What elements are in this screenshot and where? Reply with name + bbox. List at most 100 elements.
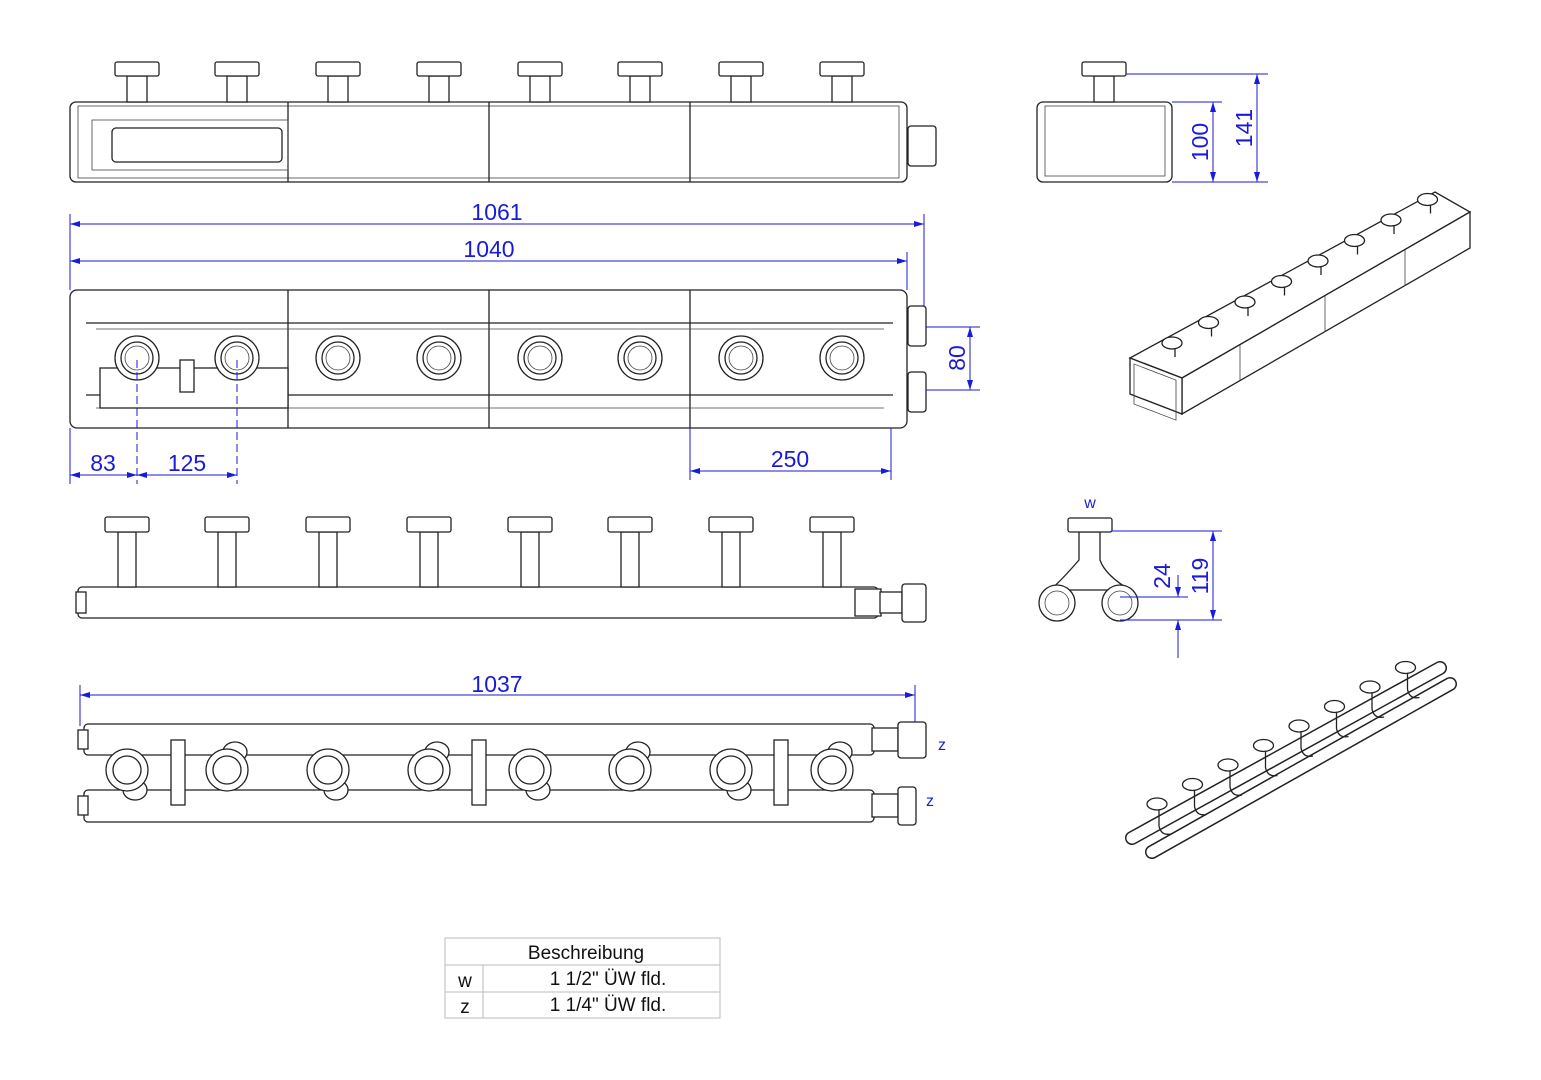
outlet-nut [517,61,563,77]
isometric-pipe-manifold [1125,660,1457,859]
outlet-nut [1161,336,1183,350]
outlet-ring-inner [724,341,758,375]
dimension-label: 1061 [471,199,522,225]
outlet-nut [1217,758,1239,772]
section-view-w [1038,517,1139,622]
outlet-elbow [1406,673,1420,699]
dimension-1061: 1061 [69,199,925,310]
outlet-nut [708,516,754,533]
table-row-value: 1 1/4" ÜW fld. [550,995,667,1016]
z-label-top: z [938,737,946,754]
outlet-ring [306,748,350,792]
dimension-label: 1040 [463,236,514,262]
dimension-label: 141 [1231,109,1257,147]
outlet-ring [608,748,652,792]
outlet-ring-inner [313,755,343,785]
outlet-ring-inner [523,341,557,375]
front-view [69,289,927,429]
outlet-pipe [327,75,349,103]
pipe-plan-view [77,721,927,826]
dimension-label: 83 [90,450,116,476]
outlet-nut [1197,315,1220,330]
outlet-pipe [117,531,137,588]
dimension-label: 1037 [471,671,522,697]
outlet-nut [809,516,855,533]
pipe-clamp [170,739,186,806]
outlet-nut [214,61,260,77]
legend-table: Beschreibung w 1 1/2" ÜW fld. z 1 1/4" Ü… [444,937,721,1019]
outlet-nut [305,516,351,533]
z-label-bottom: z [926,793,934,810]
outlet-ring-inner [825,341,859,375]
outlet-elbow [1335,712,1349,738]
side-elevation-view [75,516,927,623]
outlet-nut [507,516,553,533]
dimension-24-119: 24 119 [1112,530,1222,658]
table-row-value: 1 1/2" ÜW fld. [550,969,667,990]
dimension-80: 80 [926,326,980,391]
outlet-pipe [428,75,450,103]
outlet-nut [1146,797,1168,811]
outlet-nut [819,61,865,77]
outlet-nut [1234,295,1256,309]
dimension-label: 250 [771,446,809,472]
isometric-insulated-manifold [1128,191,1472,421]
table-row-key: z [460,997,470,1018]
outlet-bore [325,345,351,371]
outlet-elbow [1300,732,1314,757]
outlet-elbow [1371,693,1385,718]
outlet-ring [205,748,249,792]
top-view [69,61,937,183]
dimension-250: 250 [689,428,892,480]
outlet-ring-inner [623,341,657,375]
outlet-nut [1394,660,1417,675]
outlet-nut [1181,777,1204,792]
w-label: w [1083,495,1096,512]
dimension-83-125: 83 125 [69,360,238,484]
table-row-key: w [457,971,472,992]
dimension-label: 100 [1187,123,1213,161]
outlet-ring-inner [321,341,355,375]
dimension-1040: 1040 [70,236,908,290]
outlet-bore [426,345,452,371]
outlet-ring [709,748,753,792]
table-header: Beschreibung [528,943,644,964]
dimension-1037: 1037 [79,671,916,726]
outlet-nut [607,516,653,533]
outlet-pipe [730,75,752,103]
end-view [1036,61,1173,183]
outlet-elbow [1158,810,1172,835]
outlet-nut [1380,213,1402,227]
outlet-nut [406,516,452,533]
outlet-pipe [226,75,248,103]
dimension-label: 24 [1149,563,1175,589]
outlet-pipe [629,75,651,103]
dimension-label: 80 [944,345,970,371]
outlet-nut [114,61,160,77]
outlet-ring-inner [422,341,456,375]
outlet-ring-inner [515,755,545,785]
outlet-nut [1270,274,1293,289]
outlet-bore [124,345,150,371]
outlet-nut [1359,680,1381,694]
outlet-nut [617,61,663,77]
outlet-elbow [1229,771,1243,796]
outlet-nut [204,516,250,533]
outlet-bore [224,345,250,371]
outlet-pipe [126,75,148,103]
outlet-nut [416,61,462,77]
outlet-ring [810,748,854,792]
outlet-elbow [1193,790,1207,816]
dimension-label: 125 [168,450,206,476]
outlet-ring [508,748,552,792]
outlet-bore [627,345,653,371]
outlet-pipe [529,75,551,103]
outlet-nut [1307,254,1329,268]
outlet-bore [527,345,553,371]
outlet-ring-inner [615,755,645,785]
outlet-pipe [520,531,540,588]
outlet-ring [105,748,149,792]
outlet-ring-inner [212,755,242,785]
outlet-pipe [217,531,237,588]
